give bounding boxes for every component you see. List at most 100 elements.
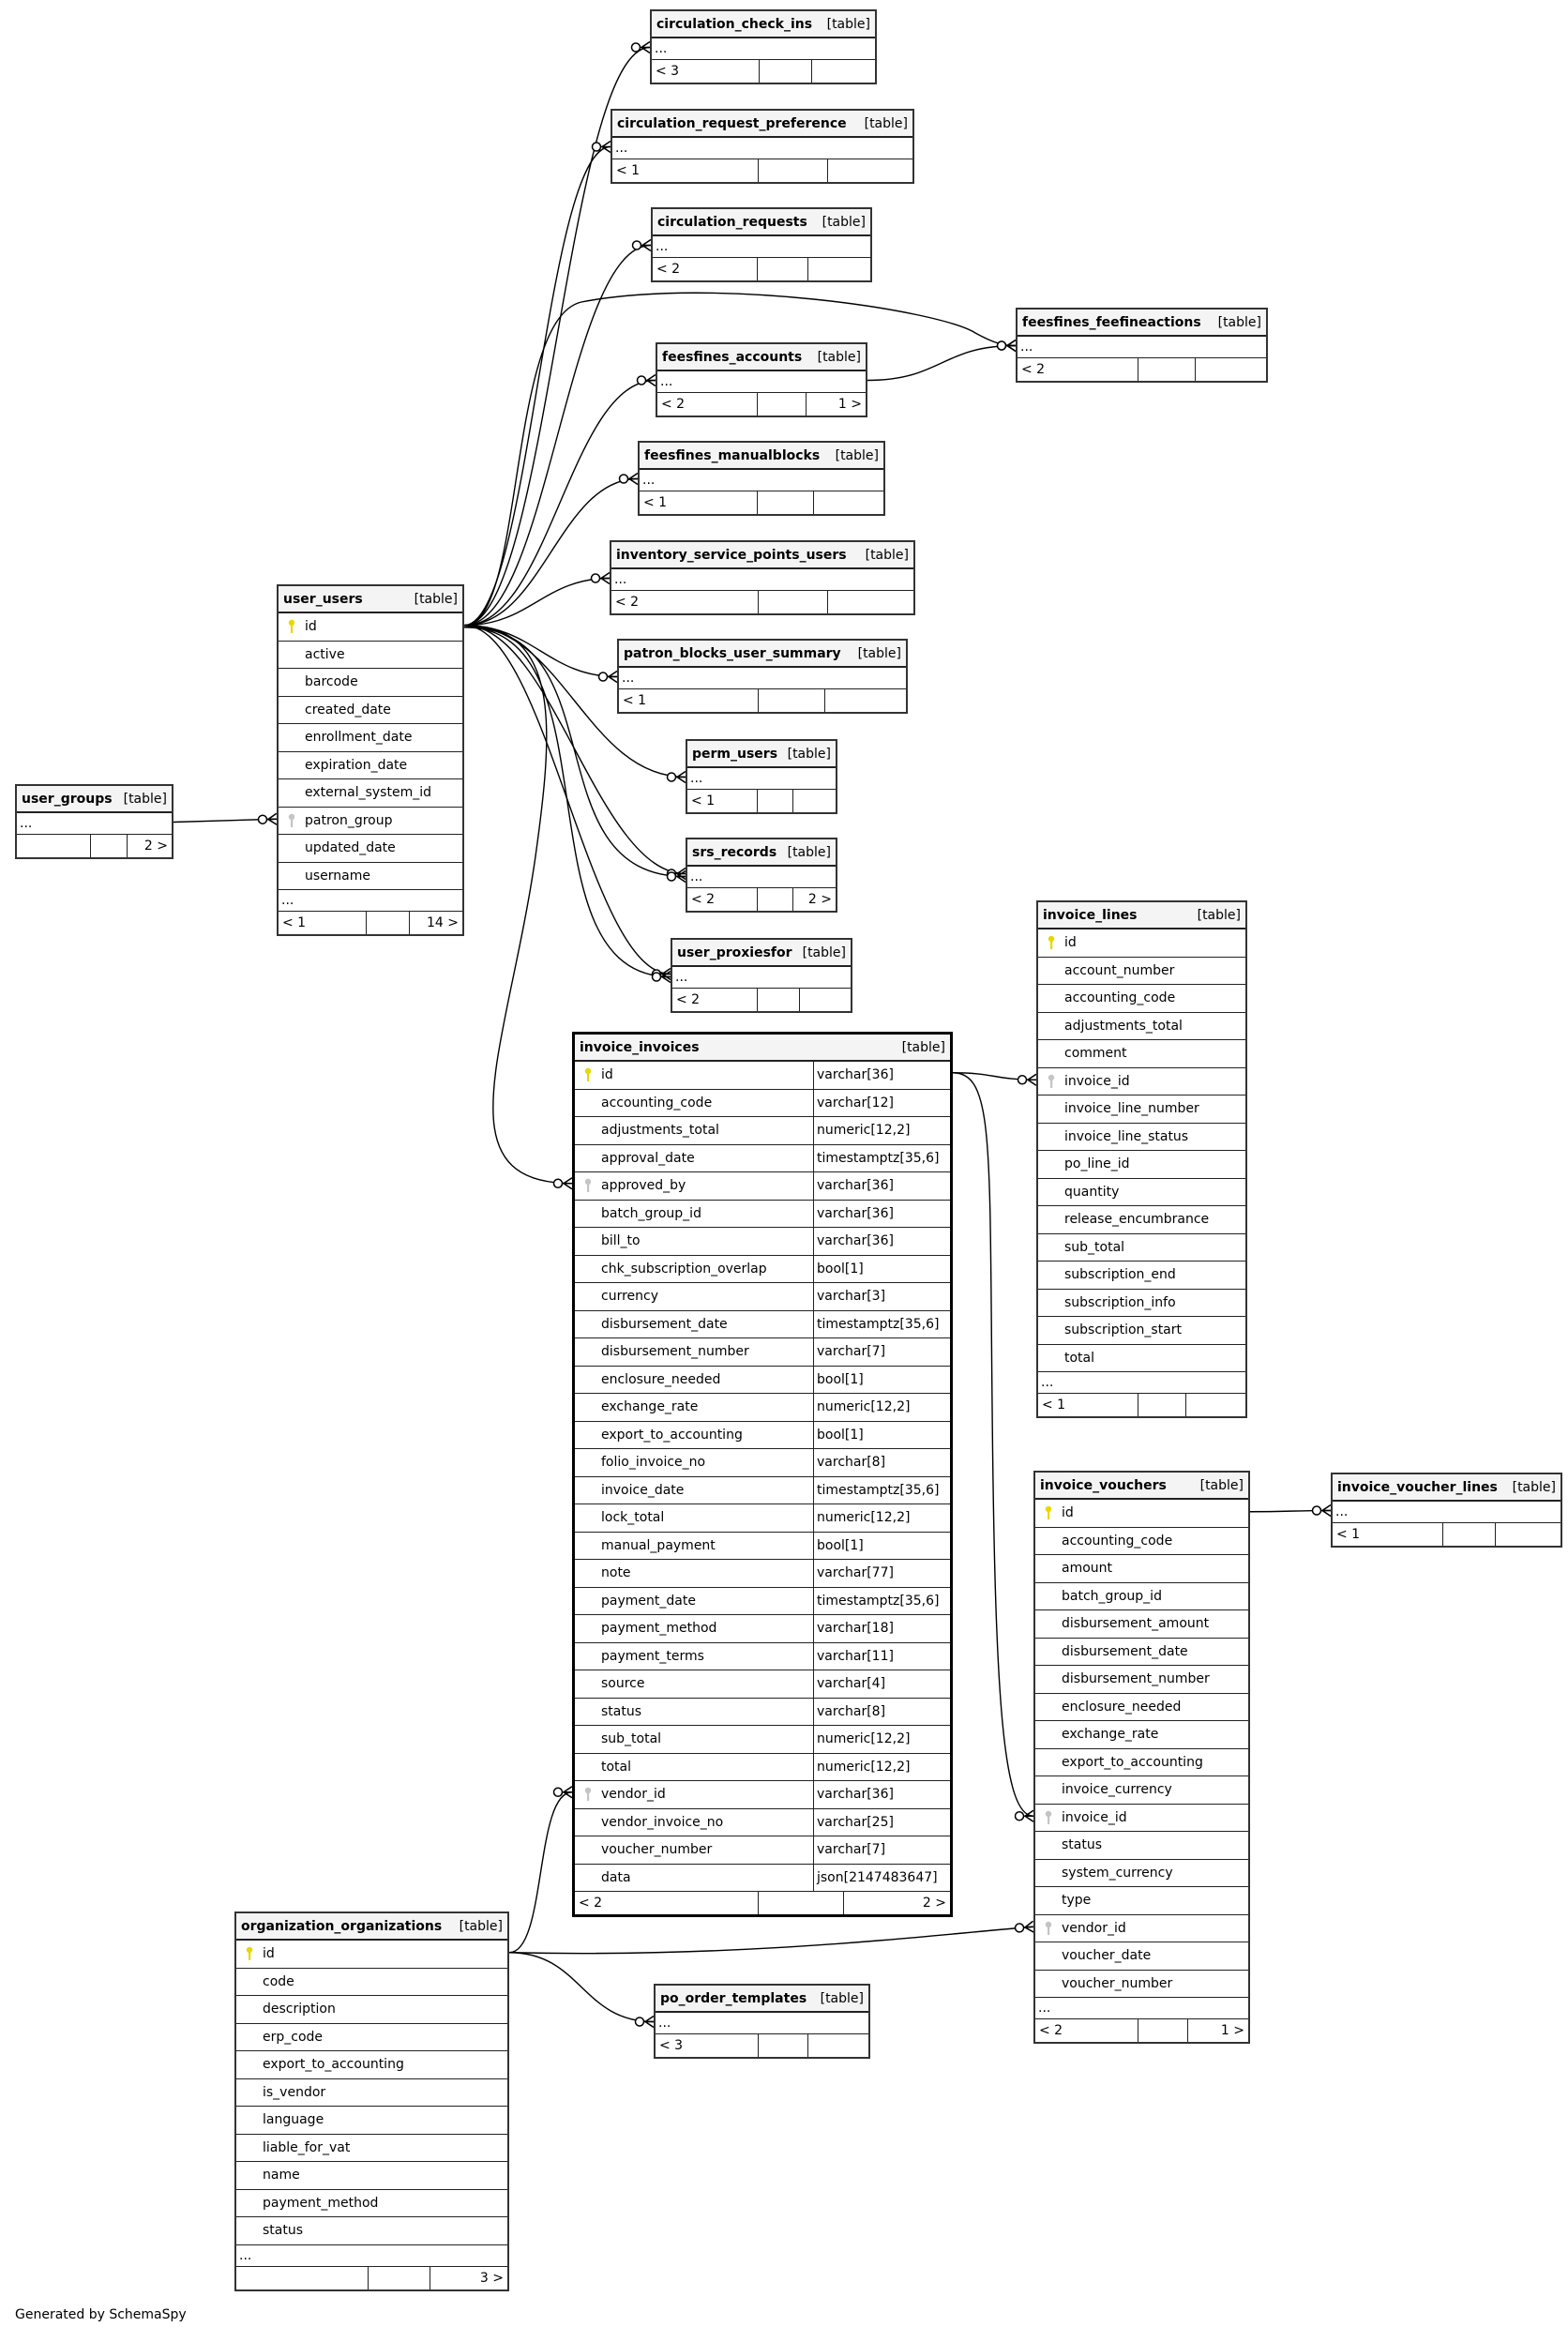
more-columns-row[interactable]: ... bbox=[652, 38, 875, 60]
table-feesfines-feefineactions[interactable]: feesfines_feefineactions[table]...< 2 bbox=[1016, 308, 1268, 383]
column-row[interactable]: invoice_line_status bbox=[1038, 1124, 1245, 1151]
parent-count[interactable]: < 1 bbox=[616, 163, 641, 178]
parent-count[interactable]: < 2 bbox=[1021, 362, 1046, 377]
more-columns-row[interactable]: ... bbox=[657, 371, 866, 393]
column-row[interactable]: id bbox=[279, 613, 462, 642]
table-header[interactable]: circulation_request_preference[table] bbox=[612, 111, 912, 138]
table-user-proxiesfor[interactable]: user_proxiesfor[table]...< 2 bbox=[671, 938, 852, 1013]
more-columns-row[interactable]: ... bbox=[279, 890, 462, 912]
table-name[interactable]: circulation_check_ins bbox=[656, 16, 813, 32]
column-row[interactable]: liable_for_vat bbox=[236, 2135, 507, 2162]
column-row[interactable]: amount bbox=[1035, 1555, 1248, 1583]
more-columns-row[interactable]: ... bbox=[656, 2013, 868, 2034]
child-count[interactable] bbox=[1185, 1394, 1245, 1416]
table-name[interactable]: circulation_request_preference bbox=[617, 115, 847, 131]
table-header[interactable]: circulation_requests[table] bbox=[653, 209, 870, 236]
table-name[interactable]: po_order_templates bbox=[660, 1990, 807, 2006]
column-row[interactable]: accounting_code bbox=[1038, 985, 1245, 1013]
child-count[interactable]: 14 > bbox=[409, 912, 462, 934]
parent-count[interactable]: < 2 bbox=[579, 1896, 603, 1911]
table-header[interactable]: user_users[table] bbox=[279, 586, 462, 613]
column-row[interactable]: disbursement_number bbox=[1035, 1666, 1248, 1694]
table-header[interactable]: feesfines_feefineactions[table] bbox=[1018, 310, 1266, 337]
parent-count[interactable]: < 3 bbox=[656, 64, 680, 79]
table-name[interactable]: srs_records bbox=[692, 844, 777, 860]
column-row[interactable]: created_date bbox=[279, 697, 462, 724]
column-row[interactable]: status bbox=[236, 2217, 507, 2245]
column-row[interactable]: disbursement_amount bbox=[1035, 1610, 1248, 1639]
column-row[interactable]: erp_code bbox=[236, 2024, 507, 2051]
column-row[interactable]: adjustments_total bbox=[1038, 1013, 1245, 1040]
column-row[interactable]: expiration_date bbox=[279, 752, 462, 779]
more-columns-row[interactable]: ... bbox=[687, 867, 836, 888]
table-header[interactable]: inventory_service_points_users[table] bbox=[611, 542, 913, 569]
child-count[interactable]: 3 > bbox=[430, 2266, 507, 2289]
more-columns-row[interactable]: ... bbox=[687, 768, 836, 790]
table-name[interactable]: circulation_requests bbox=[657, 214, 807, 230]
table-name[interactable]: invoice_lines bbox=[1043, 907, 1138, 923]
child-count[interactable] bbox=[807, 258, 870, 280]
table-header[interactable]: invoice_lines[table] bbox=[1038, 902, 1245, 929]
table-po-order-templates[interactable]: po_order_templates[table]...< 3 bbox=[654, 1984, 870, 2059]
parent-count[interactable]: < 1 bbox=[691, 793, 716, 808]
column-row[interactable]: exchange_rate bbox=[1035, 1721, 1248, 1749]
table-name[interactable]: user_groups bbox=[22, 791, 113, 807]
column-row[interactable]: export_to_accounting bbox=[1035, 1749, 1248, 1776]
table-header[interactable]: feesfines_accounts[table] bbox=[657, 344, 866, 371]
child-count[interactable] bbox=[1495, 1523, 1560, 1546]
column-row[interactable]: comment bbox=[1038, 1040, 1245, 1068]
child-count[interactable] bbox=[827, 591, 913, 613]
table-name[interactable]: feesfines_accounts bbox=[662, 349, 803, 365]
column-row[interactable]: type bbox=[1035, 1887, 1248, 1915]
column-row[interactable]: code bbox=[236, 1969, 507, 1996]
table-header[interactable]: invoice_voucher_lines[table] bbox=[1333, 1474, 1560, 1502]
column-row[interactable]: po_line_id bbox=[1038, 1151, 1245, 1179]
child-count[interactable] bbox=[807, 2034, 868, 2057]
column-row[interactable]: release_encumbrance bbox=[1038, 1206, 1245, 1234]
table-header[interactable]: po_order_templates[table] bbox=[656, 1986, 868, 2013]
child-count[interactable] bbox=[1195, 358, 1266, 381]
more-columns-row[interactable]: ... bbox=[236, 2245, 507, 2267]
column-row[interactable]: enclosure_needed bbox=[1035, 1694, 1248, 1721]
column-row[interactable]: disbursement_date bbox=[1035, 1639, 1248, 1666]
table-name[interactable]: user_users bbox=[283, 591, 363, 607]
table-header[interactable]: user_groups[table] bbox=[17, 786, 172, 813]
table-patron-blocks-user-summary[interactable]: patron_blocks_user_summary[table]...< 1 bbox=[617, 639, 908, 714]
more-columns-row[interactable]: ... bbox=[17, 813, 172, 835]
column-row[interactable]: account_number bbox=[1038, 958, 1245, 985]
parent-count[interactable]: < 1 bbox=[1336, 1527, 1361, 1542]
child-count[interactable] bbox=[810, 60, 875, 83]
column-row[interactable]: is_vendor bbox=[236, 2079, 507, 2107]
parent-count[interactable]: < 2 bbox=[661, 397, 686, 412]
more-columns-row[interactable]: ... bbox=[611, 569, 913, 591]
table-name[interactable]: invoice_voucher_lines bbox=[1337, 1479, 1498, 1495]
child-count[interactable]: 2 > bbox=[792, 888, 836, 911]
column-row[interactable]: enrollment_date bbox=[279, 724, 462, 752]
column-row[interactable]: system_currency bbox=[1035, 1860, 1248, 1887]
table-name[interactable]: invoice_vouchers bbox=[1040, 1477, 1167, 1493]
more-columns-row[interactable]: ... bbox=[1333, 1502, 1560, 1523]
parent-count[interactable]: < 1 bbox=[623, 693, 647, 708]
more-columns-row[interactable]: ... bbox=[1038, 1372, 1245, 1394]
